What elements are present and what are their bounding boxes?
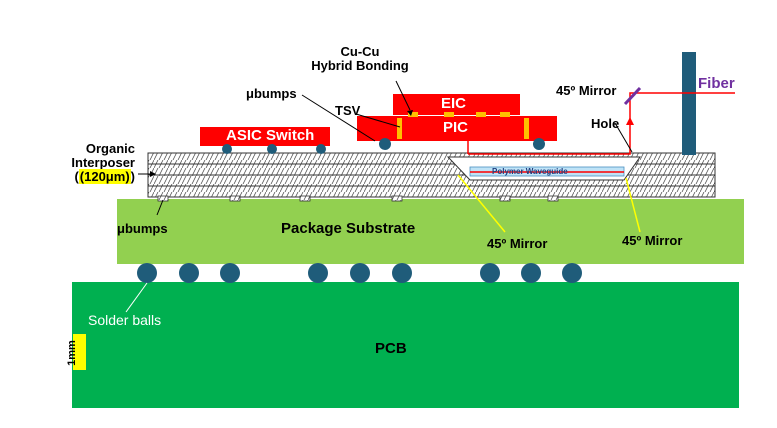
- solder-balls-label: Solder balls: [88, 312, 162, 328]
- beam-arrows: [464, 117, 634, 140]
- polymer-waveguide-label: Polymer Waveguide: [492, 167, 568, 176]
- package-substrate-label: Package Substrate: [281, 220, 416, 237]
- interposer-thickness-label: ((120μm)): [74, 169, 135, 184]
- scale-bar: [73, 334, 86, 370]
- tsv-label: TSV: [335, 103, 361, 118]
- asic-switch-chip: [200, 127, 330, 146]
- pic-chip: [357, 116, 557, 141]
- tsv-marks: [397, 118, 529, 139]
- chip-ubumps: [222, 138, 545, 154]
- mirror-mid-label: 45º Mirror: [487, 236, 548, 251]
- interposer-label-line1: Organic: [85, 141, 135, 156]
- pic-label: PIC: [443, 119, 469, 136]
- solder-balls: [137, 263, 582, 283]
- ubumps-bottom-label: μbumps: [117, 221, 168, 236]
- eic-chip: [393, 94, 520, 115]
- hole-label: Hole: [591, 116, 620, 131]
- leader-lines: [138, 80, 633, 216]
- scale-label: 1mm: [65, 340, 78, 366]
- solder-pointer: [125, 282, 148, 313]
- fiber-label: Fiber: [698, 75, 735, 92]
- interposer-label-line2: Interposer: [71, 155, 135, 170]
- leader-arrowheads: [150, 110, 413, 177]
- interposer-ubumps: [157, 195, 559, 202]
- hybrid-bonding-line1: Cu-Cu: [340, 44, 380, 59]
- optical-beam: [467, 92, 735, 173]
- fiber-post: [682, 52, 696, 155]
- mirror-pointers: [457, 174, 641, 233]
- pcb-board: [72, 282, 739, 408]
- eic-label: EIC: [441, 95, 467, 112]
- interposer-thickness-value: (120μm): [78, 169, 131, 184]
- mirror-top-label: 45º Mirror: [556, 83, 617, 98]
- pcb-label: PCB: [375, 340, 407, 357]
- asic-switch-label: ASIC Switch: [226, 127, 315, 144]
- hybrid-bonding-line2: Hybrid Bonding: [311, 58, 409, 73]
- organic-interposer-label: Organic Interposer ((120μm)): [40, 142, 135, 184]
- ubumps-top-label: μbumps: [246, 86, 297, 101]
- fiber-45-mirror: [623, 86, 642, 106]
- mirror-right-label: 45º Mirror: [622, 233, 683, 248]
- hybrid-bonding-label: Cu-Cu Hybrid Bonding: [285, 45, 435, 73]
- package-substrate: [117, 199, 744, 264]
- hybrid-bond-marks: [408, 112, 510, 117]
